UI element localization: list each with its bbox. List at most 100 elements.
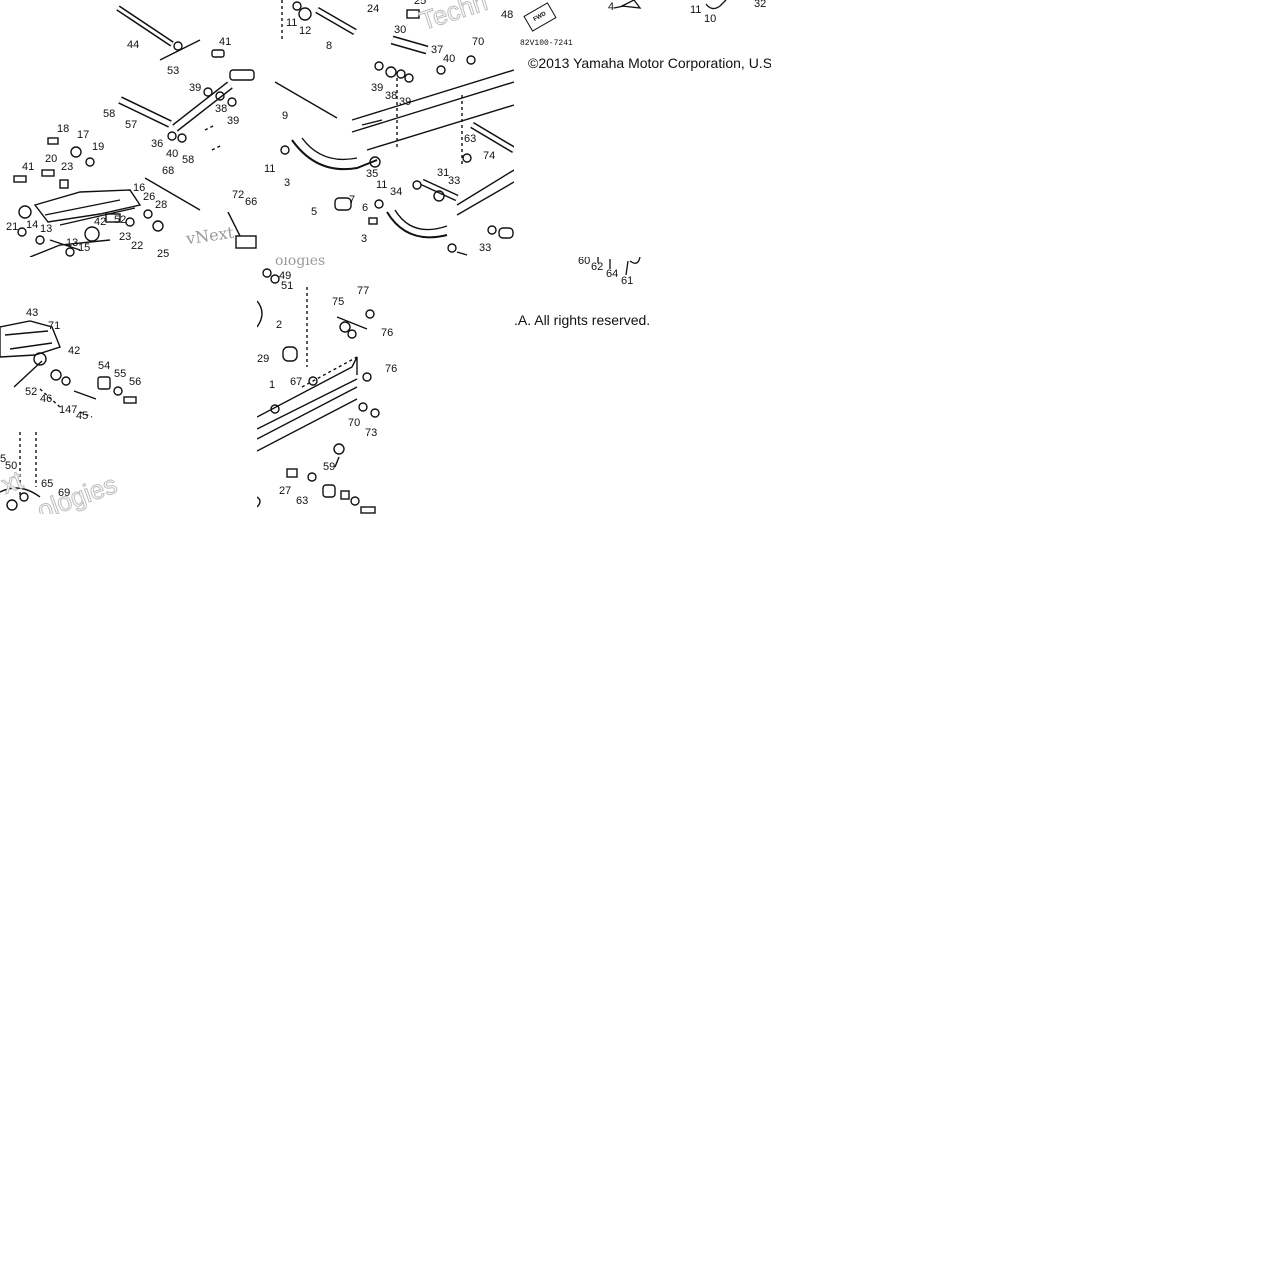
part-number: 23 [61, 161, 74, 173]
part-number: 20 [45, 153, 58, 165]
part-number: 7 [349, 194, 356, 206]
part-number: 8 [326, 40, 333, 52]
parts-drawing-1 [13, 5, 257, 257]
copyright-notice-tail: .A. All rights reserved. [514, 312, 651, 328]
part-number: 74 [483, 150, 496, 162]
part-number: 49 [279, 270, 292, 282]
part-number: 58 [103, 108, 116, 120]
part-number: 56 [129, 376, 142, 388]
part-number: 50 [5, 460, 18, 472]
part-number: 14 [26, 219, 39, 231]
diagram-tile-top-right: FWD 4 11 10 32 82V100-7241 ©2013 Yamaha … [514, 0, 771, 257]
diagram-tile-top-middle: 25 24 12 11 8 30 37 40 70 48 39 38 39 9 … [257, 0, 514, 257]
part-number: 3 [284, 177, 291, 189]
part-number: 12 [299, 25, 312, 37]
part-number: 75 [332, 296, 345, 308]
part-number: 44 [127, 39, 140, 51]
part-number: 42 [68, 345, 81, 357]
part-number: 31 [437, 167, 450, 179]
part-number: 147 [59, 404, 78, 416]
part-number: 51 [281, 280, 294, 292]
diagram-tile-middle-right: 60 62 64 61 .A. All rights reserved. [514, 257, 771, 514]
part-number: 26 [143, 191, 156, 203]
part-number: 13 [66, 237, 79, 249]
part-number: 18 [57, 123, 70, 135]
part-number: 39 [371, 82, 384, 94]
part-number: 19 [92, 141, 105, 153]
part-number: 11 [264, 163, 276, 175]
parts-drawing-6 [597, 257, 641, 276]
part-number: 29 [257, 353, 270, 365]
part-number: 55 [114, 368, 127, 380]
part-number: 48 [501, 9, 514, 21]
part-number: 63 [296, 495, 309, 507]
part-number: 2 [276, 319, 283, 331]
part-number: 39 [227, 115, 240, 127]
part-number: 70 [472, 36, 485, 48]
part-number: 57 [125, 119, 138, 131]
part-number: 60 [578, 257, 591, 267]
diagram-tile-middle-left: 43 71 42 54 55 56 52 46 147 45 5 50 65 6… [0, 257, 257, 514]
part-number: 76 [381, 327, 394, 339]
part-number: 45 [76, 410, 89, 422]
parts-drawing-2 [274, 0, 514, 256]
part-number: 38 [215, 103, 228, 115]
part-number: 61 [621, 275, 634, 287]
part-number: 32 [754, 0, 767, 10]
part-number: 13 [40, 223, 53, 235]
part-number: 5 [0, 453, 7, 465]
part-number: 10 [704, 13, 717, 25]
part-number: 41 [219, 36, 232, 48]
part-number: 21 [6, 221, 19, 233]
part-number: 71 [48, 320, 61, 332]
part-number: 54 [98, 360, 111, 372]
part-number: 11 [286, 17, 298, 29]
part-number: 65 [41, 478, 54, 490]
part-number: 30 [394, 24, 407, 36]
watermark-text: ologies [275, 257, 326, 269]
part-number: 46 [40, 393, 53, 405]
part-number: 77 [357, 285, 370, 297]
part-number: 11 [690, 4, 702, 16]
part-number: 11 [376, 179, 388, 191]
part-number: 9 [282, 110, 289, 122]
part-number: 62 [591, 261, 604, 273]
part-number: 25 [157, 248, 170, 258]
copyright-notice: ©2013 Yamaha Motor Corporation, U.S. [528, 55, 771, 71]
part-number: 17 [77, 129, 90, 141]
part-number: 28 [155, 199, 168, 211]
part-number: 33 [479, 242, 492, 254]
part-number: 52 [114, 214, 127, 226]
part-number: 76 [385, 363, 398, 375]
part-number: 24 [367, 3, 380, 15]
part-number: 70 [348, 417, 361, 429]
part-number: 72 [232, 189, 245, 201]
part-number: 34 [390, 186, 403, 198]
part-number: 40 [166, 148, 179, 160]
part-number: 15 [78, 242, 91, 254]
part-number: 52 [25, 386, 38, 398]
part-number: 58 [182, 154, 195, 166]
part-number: 36 [151, 138, 164, 150]
part-number: 42 [94, 216, 107, 228]
diagram-tile-top-left: 44 53 41 39 58 57 38 39 36 40 58 18 17 1… [0, 0, 257, 257]
part-number: 66 [245, 196, 257, 208]
part-number: 41 [22, 161, 35, 173]
part-number: 40 [443, 53, 456, 65]
part-number: 64 [606, 268, 619, 280]
part-number: 27 [279, 485, 292, 497]
part-number: 73 [365, 427, 378, 439]
part-number: 6 [362, 202, 369, 214]
part-number: 38 [385, 90, 398, 102]
part-number: 37 [431, 44, 444, 56]
parts-drawing-4 [0, 320, 137, 511]
part-number: 23 [119, 231, 132, 243]
part-number: 5 [311, 206, 318, 218]
part-number: 59 [323, 461, 336, 473]
parts-drawing-5 [257, 268, 380, 514]
part-number: 4 [608, 1, 615, 13]
part-number: 67 [290, 376, 303, 388]
part-number: 63 [464, 133, 477, 145]
parts-drawing-3 [613, 0, 727, 10]
part-number: 22 [131, 240, 144, 252]
